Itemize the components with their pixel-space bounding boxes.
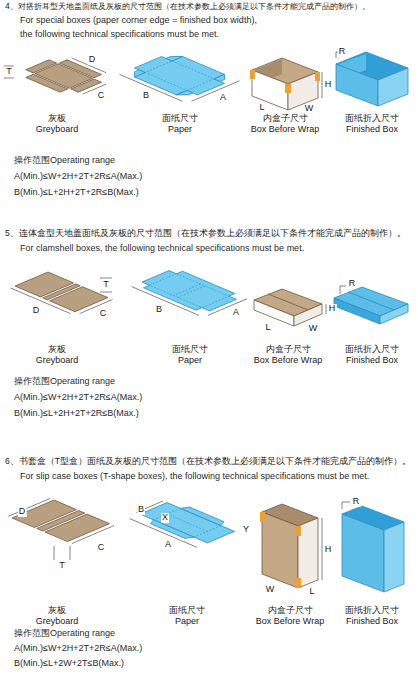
heading-english: For slip case boxes (T-shape boxes), the… <box>20 472 369 482</box>
range-formula: A(Min.)≤W+2H+2T+2R≤A(Max.) <box>14 172 142 182</box>
heading-english: the following technical specifications m… <box>20 30 219 40</box>
dimension-letter: T <box>102 280 110 290</box>
dimension-letter: L <box>308 587 315 597</box>
dimension-letter: B <box>137 505 145 515</box>
dimension-letter: C <box>97 91 106 101</box>
dimension-letter: W <box>265 585 276 595</box>
greyboard-figure <box>8 498 114 543</box>
dimension-letter: D <box>88 55 97 65</box>
figure-caption: Greyboard <box>36 356 79 366</box>
figure-caption: Box Before Wrap <box>254 356 322 366</box>
dimension-letter: R <box>352 497 361 507</box>
figure-caption: 灰板 <box>48 345 66 355</box>
dimension-letter: A <box>164 540 172 550</box>
dimension-letter: L <box>258 103 265 113</box>
dimension-letter: H <box>324 80 333 90</box>
figure-caption: Greyboard <box>36 617 79 627</box>
figure-caption: 灰板 <box>48 114 66 124</box>
figure-caption: 面纸尺寸 <box>172 345 208 355</box>
dimension-letter: R <box>348 279 357 289</box>
figure-caption: Finished Box <box>346 356 398 366</box>
figure-caption: 面纸折入尺寸 <box>345 606 399 616</box>
dimension-letter: A <box>219 93 227 103</box>
figure-caption: Box Before Wrap <box>251 125 319 135</box>
finished-box-figure <box>342 502 404 592</box>
heading-english: For clamshell boxes, the following techn… <box>20 244 304 254</box>
figure-caption: 面纸折入尺寸 <box>345 345 399 355</box>
dimension-letter: D <box>32 306 41 316</box>
heading-english: For special boxes (paper corner edge = f… <box>20 16 257 26</box>
dimension-letter: B <box>142 91 150 101</box>
range-formula: A(Min.)≤W+2H+2T+2R≤A(Max.) <box>14 644 142 654</box>
dimension-letter: B <box>155 305 163 315</box>
dimension-letter: T <box>58 561 66 571</box>
figure-caption: 内盒子尺寸 <box>266 345 311 355</box>
dimension-letter: A <box>232 308 240 318</box>
figure-caption: 面纸尺寸 <box>169 606 205 616</box>
figure-caption: Finished Box <box>346 125 398 135</box>
dimension-letter: W <box>304 104 315 114</box>
range-formula: A(Min.)≤W+2H+2T+2R≤A(Max.) <box>14 393 142 403</box>
figure-caption: Finished Box <box>346 617 398 627</box>
section-heading: 4、对搭折耳型天地盖面纸及灰板的尺寸范围（在技术参数上必须满足以下条件才能完成产… <box>5 2 370 11</box>
figure-caption: Paper <box>178 356 202 366</box>
dimension-letter: Y <box>242 525 250 535</box>
figure-caption: 灰板 <box>48 606 66 616</box>
range-formula: 操作范围Operating range <box>14 377 115 387</box>
section-heading: 5、连体盒型天地盖面纸及灰板的尺寸范围（在技术参数上必须满足以下条件才能完成产品… <box>5 229 406 238</box>
dimension-letter: H <box>328 304 337 314</box>
figure-caption: 内盒子尺寸 <box>263 114 308 124</box>
figure-caption: Greyboard <box>36 125 79 135</box>
figure-caption: 面纸尺寸 <box>162 114 198 124</box>
range-formula: 操作范围Operating range <box>14 629 115 639</box>
dimension-letter: H <box>324 545 333 555</box>
dimension-letter: C <box>97 543 106 553</box>
dimension-letter: C <box>99 309 108 319</box>
box-figure <box>260 504 322 588</box>
range-formula: B(Min.)≤L+2H+2T+2R≤B(Max.) <box>14 188 139 198</box>
figure-caption: 内盒子尺寸 <box>268 606 313 616</box>
dimension-letter: D <box>18 507 27 517</box>
figure-caption: 面纸折入尺寸 <box>345 114 399 124</box>
dimension-letter: R <box>338 47 347 57</box>
range-formula: 操作范围Operating range <box>14 156 115 166</box>
section-heading: 6、书套盒（T型盒）面纸及灰板的尺寸范围（在技术参数上必须满足以下条件才能完成产… <box>5 457 411 466</box>
figure-caption: Box Before Wrap <box>256 617 324 627</box>
paper-figure <box>126 498 241 547</box>
figure-caption: Paper <box>168 125 192 135</box>
range-formula: B(Min.)≤L+2H+2T+2R≤B(Max.) <box>14 409 139 419</box>
finished-box-figure <box>334 286 408 324</box>
dimension-letter: X <box>161 513 169 523</box>
dimension-letter: T <box>5 67 13 77</box>
paper-figure <box>120 52 240 103</box>
box-figure <box>254 289 326 326</box>
dimension-letter: W <box>308 324 319 334</box>
dimension-letter: L <box>264 323 271 333</box>
range-formula: B(Min.)≤L+2W+2T≤B(Max.) <box>14 659 124 669</box>
paper-figure <box>132 268 248 317</box>
finished-box-figure <box>336 52 408 106</box>
greyboard-figure <box>11 272 113 316</box>
figure-caption: Paper <box>175 617 199 627</box>
